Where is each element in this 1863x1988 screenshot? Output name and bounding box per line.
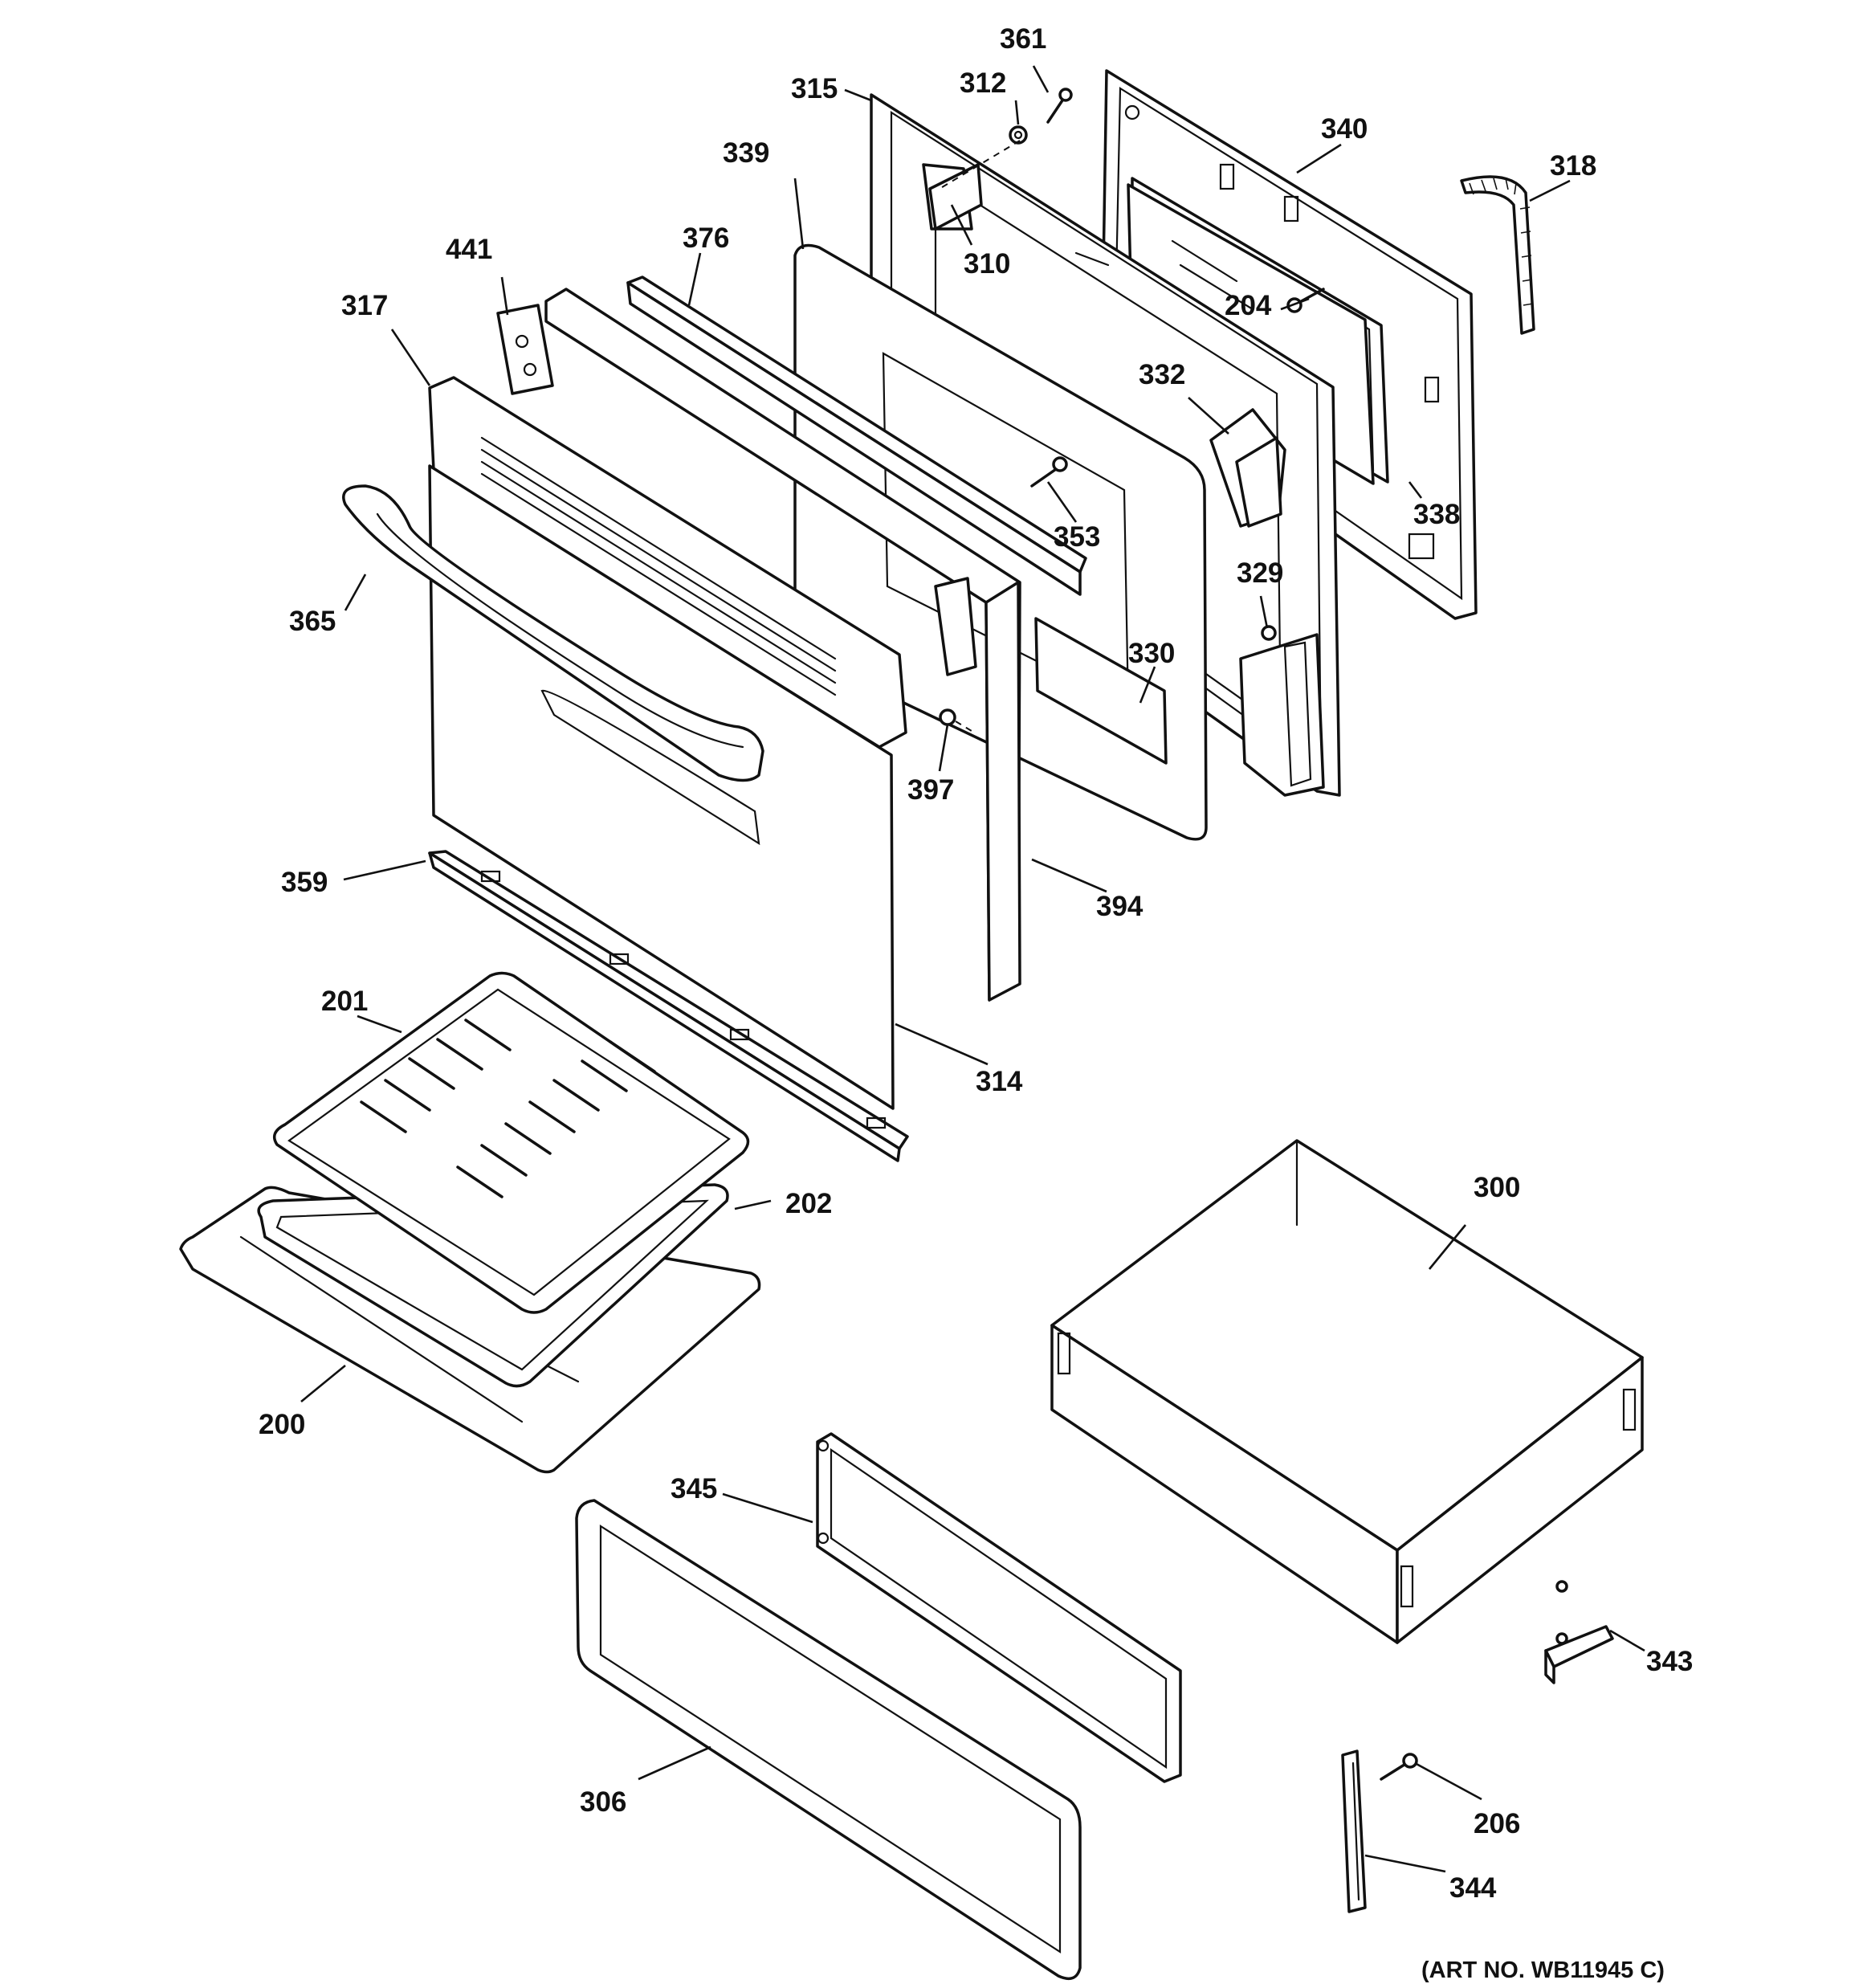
part-329-screw [1261, 625, 1277, 641]
callout-343: 343 [1646, 1646, 1693, 1677]
part-361-screw [1046, 88, 1073, 124]
grid-slots [360, 1018, 656, 1198]
callout-330: 330 [1128, 638, 1175, 669]
callout-353: 353 [1054, 521, 1100, 553]
part-353-screw [1030, 456, 1068, 488]
part-329-hinge-assembly [1239, 633, 1325, 797]
part-365-door-handle [342, 484, 764, 782]
callout-300: 300 [1474, 1172, 1520, 1203]
part-376-door-top-trim [626, 276, 1087, 596]
part-330-heat-shield [1034, 617, 1168, 765]
part-306-drawer-front-panel [575, 1499, 1082, 1981]
part-310-hinge-clip [928, 163, 983, 231]
callout-312: 312 [960, 67, 1006, 99]
callout-365: 365 [289, 606, 336, 637]
callout-306: 306 [580, 1786, 626, 1818]
part-332-hinge-bracket [1209, 408, 1286, 528]
callout-200: 200 [259, 1409, 305, 1440]
callout-202: 202 [785, 1188, 832, 1219]
callout-441: 441 [446, 234, 492, 265]
part-300-drawer-body [1050, 1139, 1644, 1644]
callout-329: 329 [1237, 557, 1283, 589]
part-345-drawer-inner-panel [816, 1432, 1182, 1783]
callout-359: 359 [281, 867, 328, 898]
callout-361: 361 [1000, 23, 1046, 55]
callout-314: 314 [976, 1066, 1023, 1097]
callout-310: 310 [964, 248, 1010, 280]
callout-317: 317 [341, 290, 388, 321]
callout-206: 206 [1474, 1808, 1520, 1839]
callout-376: 376 [683, 222, 729, 254]
part-394-door-frame [544, 288, 1021, 1002]
part-359-door-bottom-trim [428, 850, 909, 1162]
callout-397: 397 [907, 774, 954, 806]
callout-labels: 361 312 315 340 318 339 310 376 441 204 … [259, 23, 1693, 1983]
callout-332: 332 [1139, 359, 1185, 390]
assembly-line-312 [939, 140, 1021, 190]
callout-204: 204 [1225, 290, 1272, 321]
callout-340: 340 [1321, 113, 1368, 145]
part-206-screw [1380, 1753, 1418, 1781]
art-number: (ART NO. WB11945 C) [1421, 1957, 1665, 1983]
callout-318: 318 [1550, 150, 1596, 182]
part-343-drawer-glide [1544, 1580, 1614, 1684]
part-344-drawer-rail [1341, 1749, 1367, 1913]
leader-lines [300, 65, 1645, 1873]
callout-338: 338 [1413, 499, 1460, 530]
part-201-broiler-grid [272, 971, 750, 1314]
callout-339: 339 [723, 137, 769, 169]
part-318-door-gasket [1460, 175, 1535, 335]
callout-345: 345 [671, 1473, 717, 1504]
callout-394: 394 [1096, 891, 1143, 922]
part-441-hinge-bracket [496, 304, 554, 395]
vent-slots [480, 436, 837, 696]
callout-315: 315 [791, 73, 838, 104]
callout-201: 201 [321, 986, 368, 1017]
callout-344: 344 [1449, 1872, 1497, 1904]
part-312-washer [1009, 125, 1028, 145]
